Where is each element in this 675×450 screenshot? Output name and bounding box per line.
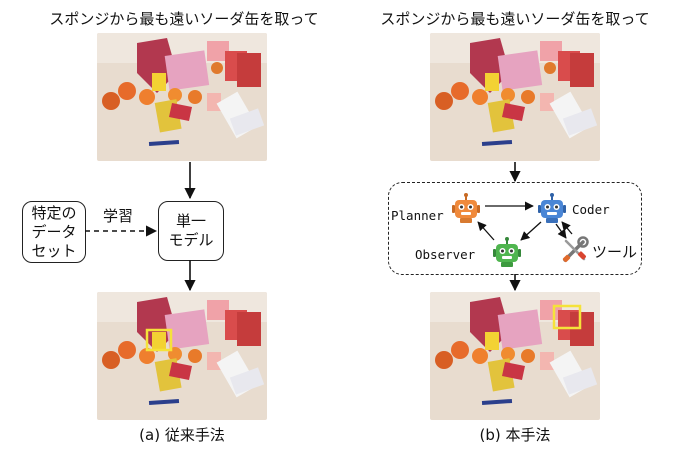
right-instruction: スポンジから最も遠いソーダ缶を取って	[380, 10, 650, 28]
dataset-box: 特定の データ セット	[22, 201, 86, 263]
left-caption: (a) 従来手法	[139, 426, 225, 444]
tools-icon	[561, 236, 589, 268]
coder-label: Coder	[572, 202, 610, 217]
scene-illustration	[430, 292, 600, 420]
dataset-line-1: 特定の	[31, 203, 77, 222]
observer-label: Observer	[415, 247, 476, 262]
grasp-highlight	[145, 328, 173, 352]
scene-photo-input-right	[430, 33, 600, 161]
right-caption: (b) 本手法	[479, 426, 551, 444]
dataset-line-3: セット	[31, 241, 77, 260]
scene-photo-output-left	[97, 292, 267, 420]
observer-robot-icon	[492, 236, 522, 272]
scene-illustration	[430, 33, 600, 161]
scene-illustration	[97, 292, 267, 420]
scene-illustration	[97, 33, 267, 161]
planner-label: Planner	[391, 208, 444, 223]
model-box: 単一 モデル	[158, 201, 224, 261]
tool-label: ツール	[592, 243, 638, 261]
dataset-line-2: データ	[31, 222, 77, 241]
scene-photo-input-left	[97, 33, 267, 161]
train-label: 学習	[103, 207, 134, 225]
model-line-1: 単一	[175, 212, 206, 230]
coder-robot-icon	[537, 192, 567, 228]
grasp-highlight	[552, 304, 582, 330]
scene-photo-output-right	[430, 292, 600, 420]
planner-robot-icon	[451, 192, 481, 228]
left-instruction: スポンジから最も遠いソーダ缶を取って	[49, 10, 319, 28]
model-line-2: モデル	[168, 231, 214, 249]
